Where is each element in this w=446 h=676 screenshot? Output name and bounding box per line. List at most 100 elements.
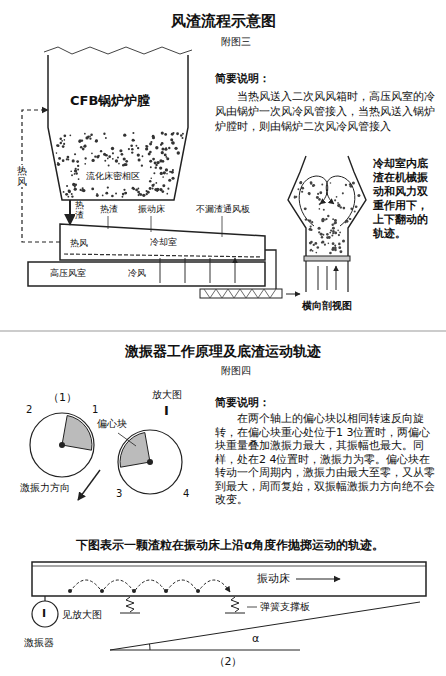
callout-label: 弹簧支撑板 [260,601,310,613]
slag-particle [319,191,322,194]
bed-particle [74,186,76,188]
text-anchor: CFB锅炉炉膛 [70,93,150,109]
shaft-circle [30,413,94,477]
slag-particle [100,589,104,593]
slag-particle [334,221,337,224]
node-text: 冷风 [128,268,146,279]
bed-particle [95,140,98,143]
label-anchor: I [42,607,46,620]
bed-particle [84,144,86,146]
slag-particle [324,219,326,221]
air-chamber-border [28,262,265,286]
bed-particle [108,155,111,158]
bed-particle [89,137,91,139]
bed-particle [180,134,182,136]
slag-particle [357,194,360,197]
bed-particle [164,133,167,136]
section-wall [288,156,366,256]
slag-particle [332,242,335,245]
bed-particle [167,188,169,190]
slag-particle [315,252,317,254]
bed-particle [131,151,133,153]
callout-label: 放大图 [152,389,182,401]
cooling-chamber-border [60,224,265,260]
slag-particle [336,196,338,198]
slag-particle [337,202,339,204]
slag-particle [317,246,320,249]
screw-conveyor [200,289,282,298]
bed-particle [155,166,157,168]
bed-particle [156,190,158,192]
bed-particle [103,133,105,135]
bed-particle [115,193,117,195]
label-anchor: 振动床 [138,204,165,215]
bed-particle [119,149,122,152]
slag-particle [334,245,336,247]
slag-particle [334,199,336,201]
slag-outlet [265,250,276,289]
bed-particles [56,132,184,198]
note-text: 在两个轴上的偏心块以相同转速反向旋转，在偏心块重心处位于1 3位置时，两偏心块重… [215,412,437,507]
bed-particle [85,136,88,139]
slag-particle [355,205,358,208]
bed-particle [171,141,174,144]
slag-particle [332,230,335,233]
bed-particle [152,187,154,189]
bed-particle [62,145,65,148]
slag-particle [326,233,329,236]
bed-particle [138,159,141,162]
bed-particle [142,194,145,197]
bed-particle [62,159,65,162]
bed-particle [142,155,144,157]
bed-particle [168,147,170,149]
bed-particle [149,180,151,182]
text-anchor: 振动床 [257,572,290,585]
label-anchor: 放大图 [152,389,182,401]
bed-particle [123,134,126,137]
label-anchor: 弹簧支撑板 [260,601,310,613]
incline-line [110,602,420,650]
bed-particle [133,188,135,190]
label-anchor: 激振器工作原理及底渣运动轨迹 [125,343,321,360]
slag-particle [329,252,332,255]
label-anchor: 横向剖视图 [302,300,352,312]
bed-particle [63,143,65,145]
label-anchor: 不漏渣通风板 [196,204,250,215]
bed-particle [150,166,152,168]
slag-particle [334,245,336,247]
label-anchor: 见放大图 [62,609,102,621]
bed-particle [68,190,71,193]
slag-particle [314,242,317,245]
slag-particle [309,242,312,245]
slag-particle [318,227,321,230]
bed-particle [84,163,86,165]
slag-particle [310,226,312,228]
bed-particle [107,158,109,160]
vent-plate [64,254,262,257]
figure-index: （2） [214,655,243,668]
label-anchor: 激振力方向 [20,482,70,494]
bed-particle [118,163,120,165]
bed-particle [138,194,140,196]
bed-particle [66,158,68,160]
bed-particle [102,195,104,197]
label-anchor: α [252,632,259,645]
bed-particle [82,187,84,189]
screw-spiral [204,289,276,298]
flow-connector [22,110,60,242]
slag-particle [352,181,355,184]
node-text: CFB锅炉炉膛 [70,93,150,109]
text-anchor: 高压风室 [50,268,86,279]
slag-particle [317,193,319,195]
slag-particle [338,234,340,236]
spring-symbol [120,597,245,613]
bed-particle [149,160,152,163]
label-anchor: 冷却室内底渣在机械振动和风力双重作用下，上下翻动的轨迹。 [373,157,435,241]
bed-particle [151,184,154,187]
slag-particle [323,234,325,236]
bed-particle [161,151,164,154]
slag-particle [309,250,311,252]
slag-particle [304,207,307,210]
slag-particle [312,250,314,252]
bed-particle [57,144,59,146]
